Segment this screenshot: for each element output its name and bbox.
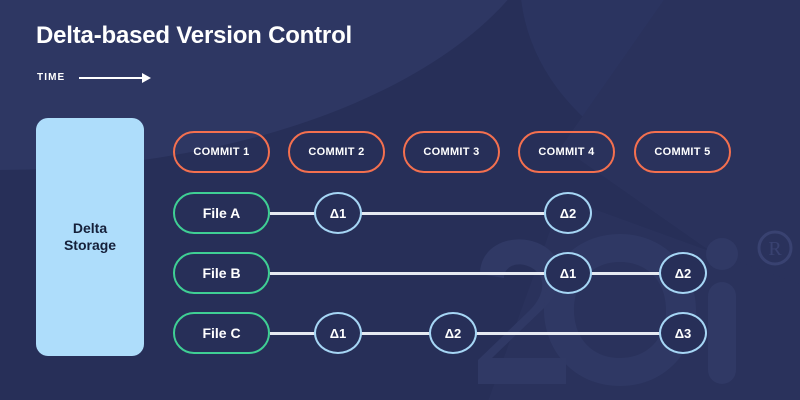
file-pill[interactable]: File C [173,312,270,354]
commit-chip[interactable]: COMMIT 2 [288,131,385,173]
page-title: Delta-based Version Control [36,22,352,49]
delta-node[interactable]: Δ1 [314,312,362,354]
file-row: File B Δ1 Δ2 [0,252,800,294]
commit-chip[interactable]: COMMIT 3 [403,131,500,173]
delta-node[interactable]: Δ3 [659,312,707,354]
time-axis: TIME [37,72,152,83]
delta-storage-label: Delta Storage [63,219,117,254]
timeline-connector [270,212,560,215]
delta-node-label: Δ2 [559,205,577,221]
commit-chip-label: COMMIT 5 [654,146,711,158]
delta-node-label: Δ3 [674,325,692,341]
delta-storage-panel: Delta Storage [36,118,144,356]
delta-node[interactable]: Δ2 [429,312,477,354]
file-pill[interactable]: File A [173,192,270,234]
timeline-connector [270,272,675,275]
commit-chip-label: COMMIT 4 [538,146,595,158]
arrow-right-icon [79,72,152,83]
commit-chip-label: COMMIT 1 [193,146,250,158]
commit-chip[interactable]: COMMIT 1 [173,131,270,173]
delta-node-label: Δ2 [444,325,462,341]
delta-node-label: Δ1 [329,205,347,221]
file-row: File A Δ1 Δ2 [0,192,800,234]
time-axis-label: TIME [37,72,66,83]
file-pill[interactable]: File B [173,252,270,294]
delta-node-label: Δ1 [559,265,577,281]
commit-chip-label: COMMIT 2 [308,146,365,158]
commit-chip[interactable]: COMMIT 4 [518,131,615,173]
commit-chip-label: COMMIT 3 [423,146,480,158]
delta-node[interactable]: Δ2 [544,192,592,234]
file-pill-label: File C [202,325,241,341]
commit-header-row: COMMIT 1 COMMIT 2 COMMIT 3 COMMIT 4 COMMIT 5 [0,131,800,173]
file-row: File C Δ1 Δ2 Δ3 [0,312,800,354]
delta-node[interactable]: Δ2 [659,252,707,294]
file-pill-label: File B [202,265,241,281]
delta-node-label: Δ2 [674,265,692,281]
delta-node-label: Δ1 [329,325,347,341]
delta-node[interactable]: Δ1 [314,192,362,234]
file-pill-label: File A [202,205,241,221]
commit-chip[interactable]: COMMIT 5 [634,131,731,173]
delta-node[interactable]: Δ1 [544,252,592,294]
